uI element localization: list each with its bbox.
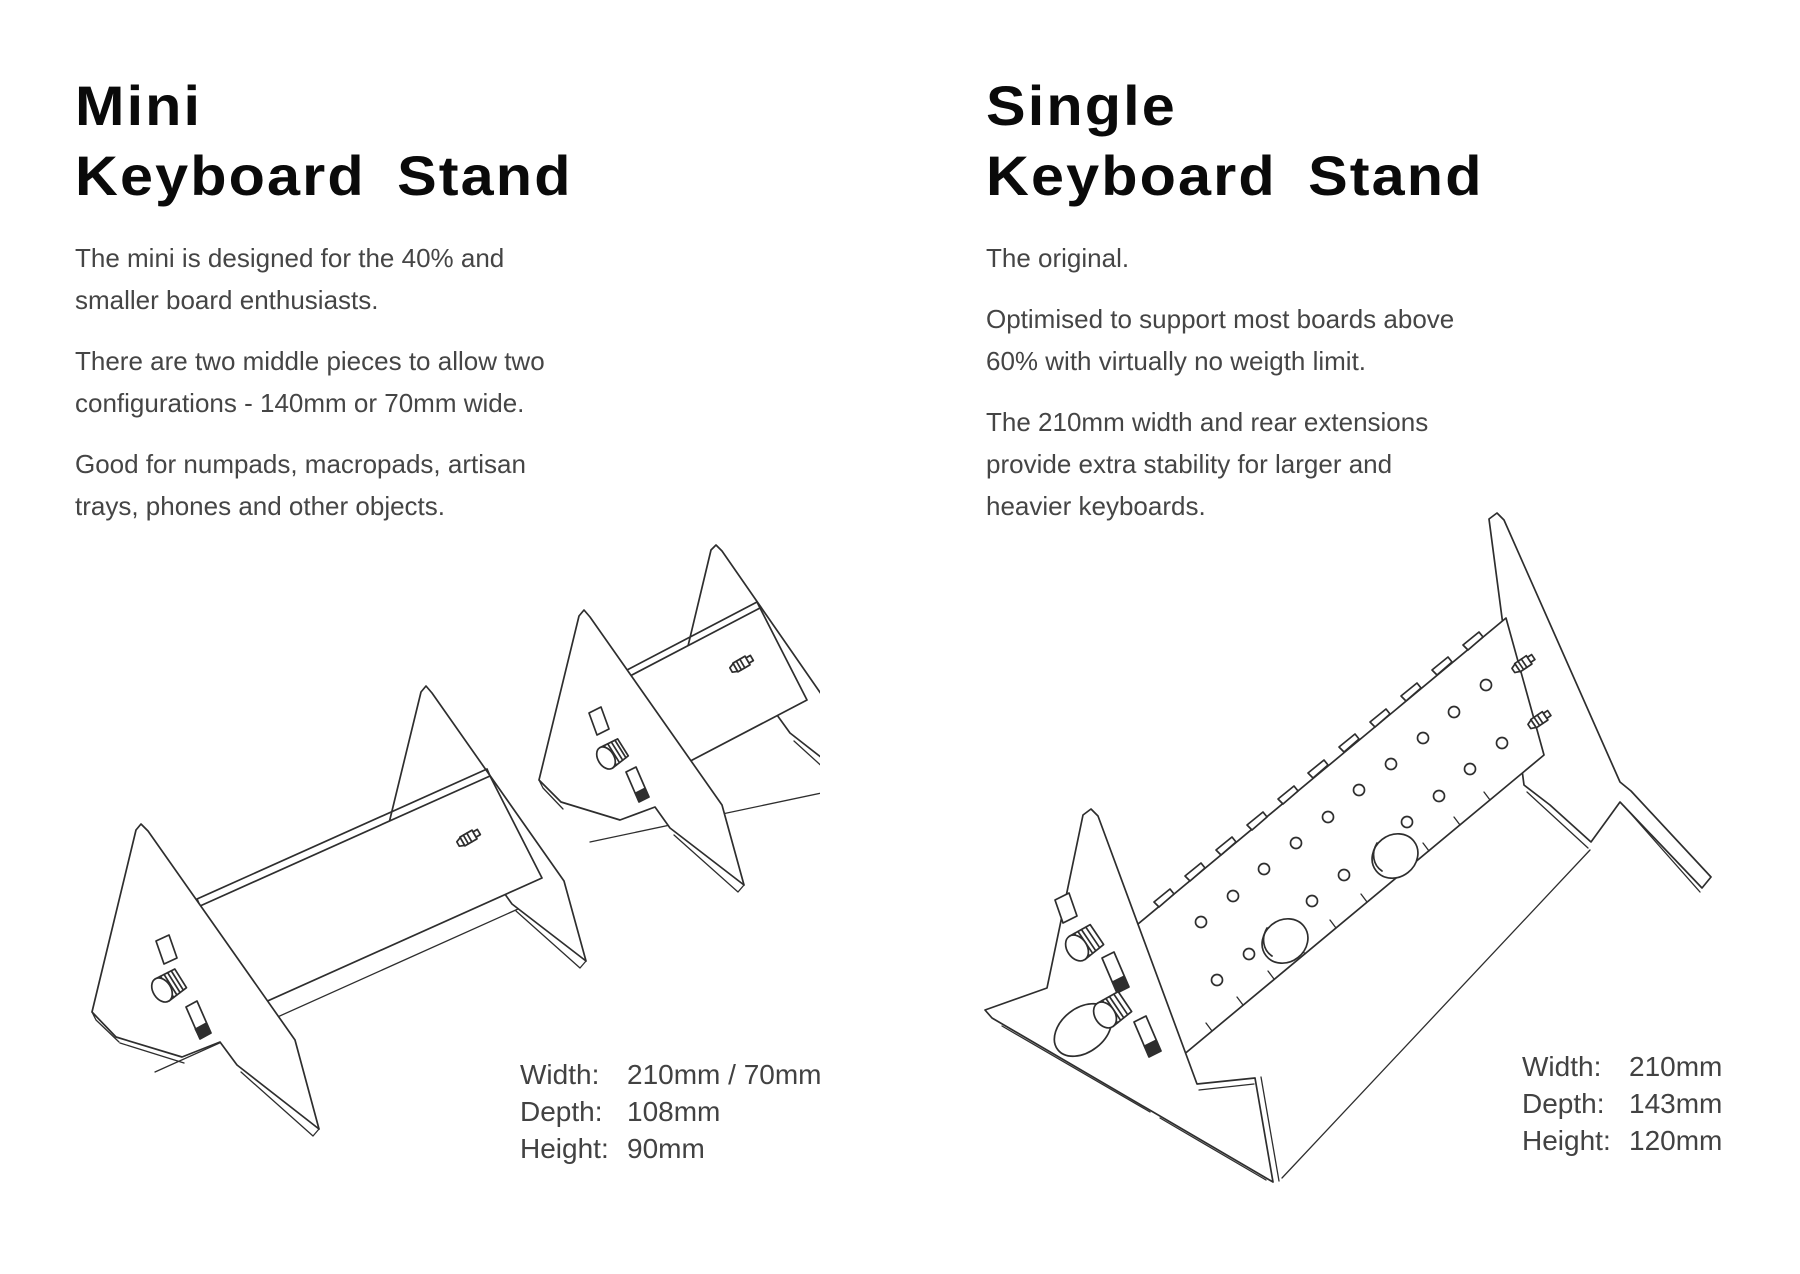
big-hole — [1261, 917, 1309, 965]
spec-row-depth: Depth: 108mm — [520, 1093, 822, 1130]
mini-paragraph-3: Good for numpads, macropads, artisan tra… — [75, 449, 526, 521]
mini-rear-stand — [538, 544, 820, 893]
spec-row-depth: Depth: 143mm — [1522, 1085, 1722, 1122]
thumbscrew-knob-icon — [595, 738, 630, 770]
spec-label: Height: — [1522, 1125, 1611, 1156]
spec-value: 210mm / 70mm — [627, 1059, 822, 1090]
single-spec-list: Width: 210mm Depth: 143mm Height: 120mm — [1522, 1048, 1722, 1159]
spec-row-height: Height: 120mm — [1522, 1122, 1722, 1159]
big-hole — [1371, 832, 1419, 880]
joint-teeth — [1153, 631, 1484, 908]
single-paragraph-3: The 210mm width and rear extensions prov… — [986, 407, 1429, 521]
single-description: The original. Optimised to support most … — [986, 237, 1526, 546]
spec-value: 90mm — [627, 1133, 705, 1164]
mini-description: The mini is designed for the 40% and sma… — [75, 237, 615, 546]
deck-plate — [199, 775, 543, 1009]
spec-value: 143mm — [1629, 1088, 1723, 1119]
side-panel — [1488, 512, 1712, 889]
spec-label: Width: — [520, 1059, 600, 1090]
single-title: Single Keyboard Stand — [986, 71, 1481, 211]
mini-title: Mini Keyboard Stand — [75, 71, 570, 211]
single-title-line1: Single — [986, 74, 1177, 137]
ground-line — [1281, 849, 1591, 1179]
mini-stand-illustration — [91, 544, 820, 1137]
spec-label: Depth: — [1522, 1088, 1605, 1119]
spec-label: Depth: — [520, 1096, 603, 1127]
thumbscrew-knob-icon — [1092, 990, 1133, 1029]
slot-cutout — [1054, 892, 1078, 924]
spec-row-width: Width: 210mm — [1522, 1048, 1722, 1085]
single-stand-illustration — [984, 512, 1712, 1183]
spec-value: 108mm — [627, 1096, 721, 1127]
small-holes — [1194, 678, 1509, 987]
spec-row-height: Height: 90mm — [520, 1130, 822, 1167]
single-deck-plate — [1131, 617, 1552, 1067]
mini-title-line2: Keyboard Stand — [75, 144, 573, 207]
ground-line — [154, 908, 519, 1073]
thumbscrew-knob-icon — [150, 968, 188, 1003]
single-paragraph-2: Optimised to support most boards above 6… — [986, 304, 1455, 376]
spec-value: 210mm — [1629, 1051, 1723, 1082]
wing-screw-icon — [1511, 653, 1536, 674]
spec-value: 120mm — [1629, 1125, 1723, 1156]
single-title-line2: Keyboard Stand — [986, 144, 1484, 207]
single-right-panel — [1488, 512, 1712, 893]
mini-front-stand — [91, 685, 587, 1137]
mini-title-line1: Mini — [75, 74, 203, 137]
side-panel — [984, 808, 1274, 1183]
slot-cutout — [155, 934, 178, 965]
mini-spec-list: Width: 210mm / 70mm Depth: 108mm Height:… — [520, 1056, 822, 1167]
single-left-panel — [984, 808, 1280, 1183]
wing-screw-icon — [728, 654, 755, 674]
side-panel — [538, 609, 745, 886]
wing-screw-icon — [455, 828, 482, 848]
spec-row-width: Width: 210mm / 70mm — [520, 1056, 822, 1093]
spec-label: Width: — [1522, 1051, 1602, 1082]
mini-paragraph-2: There are two middle pieces to allow two… — [75, 346, 545, 418]
wing-screw-icon — [1527, 709, 1552, 730]
side-panel — [91, 823, 320, 1130]
slot-cutout — [588, 706, 610, 736]
thumbscrew-knob-icon — [1064, 923, 1105, 962]
single-paragraph-1: The original. — [986, 243, 1130, 273]
mini-paragraph-1: The mini is designed for the 40% and sma… — [75, 243, 505, 315]
spec-label: Height: — [520, 1133, 609, 1164]
